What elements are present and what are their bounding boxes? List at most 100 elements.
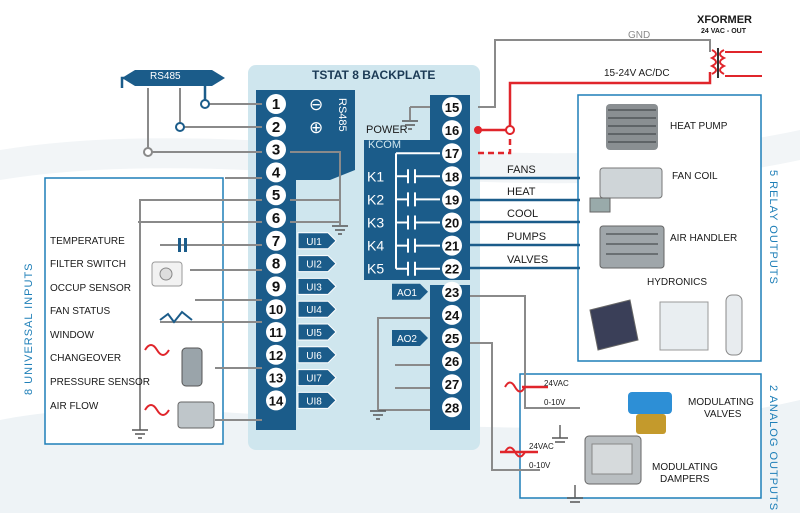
- terminal-number-14: 14: [269, 393, 284, 408]
- ui-tag-1: [297, 232, 337, 250]
- xformer-subtitle: 24 VAC - OUT: [701, 28, 746, 35]
- terminal-23: [442, 281, 462, 302]
- sine-wave-icons: [144, 344, 526, 458]
- modulating-valves-line2: VALVES: [704, 409, 742, 420]
- transformer-coil-icon: [709, 48, 762, 78]
- fan-coil-image: [589, 167, 663, 213]
- terminal-24: [442, 304, 462, 325]
- terminal-number-25: 25: [445, 331, 459, 346]
- modulating-damper-image: [584, 435, 642, 485]
- input-fan-status: FAN STATUS: [50, 306, 111, 317]
- modulating-dampers-line2: DAMPERS: [660, 474, 710, 485]
- terminal-1: [266, 94, 286, 114]
- relay-contact-k4: [396, 238, 440, 253]
- ui-tag-4: [297, 300, 337, 318]
- modulating-valves-line1: MODULATING: [688, 397, 754, 408]
- modulating-dampers-line1: MODULATING: [652, 462, 718, 473]
- damper-voltage-24vac: 24VAC: [529, 442, 554, 451]
- input-window: WINDOW: [50, 330, 94, 341]
- terminal-4: [266, 162, 286, 183]
- ui-tag-6: [297, 346, 337, 364]
- ui-tag-label-7: UI7: [306, 374, 322, 385]
- input-changeover: CHANGEOVER: [50, 353, 122, 364]
- input-pressure-sensor: PRESSURE SENSOR: [50, 377, 151, 388]
- terminal-number-23: 23: [445, 285, 459, 300]
- kcom-label: KCOM: [368, 139, 401, 151]
- terminal-25: [442, 328, 462, 348]
- wires-gray: [138, 39, 711, 498]
- terminal-number-15: 15: [445, 100, 459, 115]
- terminal-number-12: 12: [269, 348, 283, 363]
- terminal-9: [266, 276, 286, 297]
- ui-tag-label-3: UI3: [306, 282, 322, 293]
- terminal-10: [266, 299, 286, 320]
- relay-outputs-title: 5 RELAY OUTPUTS: [767, 170, 779, 285]
- terminal-number-19: 19: [445, 192, 459, 207]
- ui-tag-label-4: UI4: [306, 305, 322, 316]
- terminal-11: [266, 322, 286, 342]
- terminal-number-24: 24: [445, 308, 460, 323]
- terminal-number-26: 26: [445, 354, 459, 369]
- ui-tag-3: [297, 277, 337, 295]
- terminal-number-1: 1: [272, 96, 280, 113]
- relay-output-pumps: PUMPS: [507, 231, 547, 243]
- wires-red: [478, 72, 712, 454]
- terminal-2: [266, 116, 286, 137]
- ui-tag-label-5: UI5: [306, 328, 322, 339]
- ao-tag-label-2: AO2: [397, 334, 417, 345]
- terminal-number-10: 10: [269, 302, 283, 317]
- relay-output-valves: VALVES: [507, 254, 549, 266]
- pressure-sensor-icon: [181, 347, 203, 387]
- temperature-capacitor-icon: [178, 238, 181, 252]
- valve-voltage-24vac: 24VAC: [544, 379, 569, 388]
- relay-contact-k1: [396, 169, 440, 184]
- terminal-number-9: 9: [272, 278, 280, 295]
- terminal-number-13: 13: [269, 371, 283, 386]
- universal-inputs-title: 8 UNIVERSAL INPUTS: [23, 262, 35, 395]
- terminal-number-16: 16: [445, 123, 459, 138]
- rs485-plus-symbol: ⊕: [309, 118, 324, 137]
- terminal-15: [442, 97, 462, 117]
- ui-tag-label-1: UI1: [306, 237, 322, 248]
- ui-tag-7: [297, 369, 337, 387]
- terminal-number-3: 3: [272, 142, 280, 159]
- terminal-16: [442, 120, 462, 141]
- terminal-number-17: 17: [445, 146, 459, 161]
- heat-pump-image: [606, 104, 658, 150]
- terminal-6: [266, 208, 286, 228]
- power-label: POWER: [366, 124, 408, 136]
- fan-status-icon: [159, 310, 193, 324]
- wire-junction-dots: [143, 99, 515, 157]
- rs485-bus-arrow: [122, 70, 225, 86]
- terminal-5: [266, 185, 286, 206]
- ui-tag-label-8: UI8: [306, 396, 322, 407]
- terminal-number-28: 28: [445, 400, 459, 415]
- terminal-26: [442, 351, 462, 372]
- device-hydronics-label: HYDRONICS: [647, 277, 708, 288]
- ui-tag-label-6: UI6: [306, 351, 322, 362]
- terminal-number-18: 18: [445, 169, 459, 184]
- terminal-number-4: 4: [272, 164, 281, 181]
- terminal-12: [266, 344, 286, 365]
- terminal-number-8: 8: [272, 256, 280, 273]
- modulating-valve-image: [628, 392, 672, 434]
- relay-label-k2: K2: [367, 191, 384, 207]
- analog-outputs-title: 2 ANALOG OUTPUTS: [767, 385, 779, 511]
- ui-tag-5: [297, 323, 337, 341]
- terminal-22: [442, 258, 462, 279]
- rs485-minus-symbol: ⊖: [309, 95, 324, 114]
- terminal-number-6: 6: [272, 210, 280, 227]
- terminal-8: [266, 253, 286, 274]
- ground-symbols: [132, 120, 583, 503]
- relay-output-heat: HEAT: [507, 186, 536, 198]
- relay-output-cool: COOL: [507, 208, 539, 220]
- terminal-20: [442, 212, 462, 233]
- relay-label-k1: K1: [367, 168, 384, 184]
- terminal-number-20: 20: [445, 216, 459, 231]
- input-temperature: TEMPERATURE: [50, 236, 125, 247]
- terminal-number-7: 7: [272, 233, 280, 250]
- terminal-19: [442, 189, 462, 210]
- device-fan-coil-label: FAN COIL: [672, 171, 718, 182]
